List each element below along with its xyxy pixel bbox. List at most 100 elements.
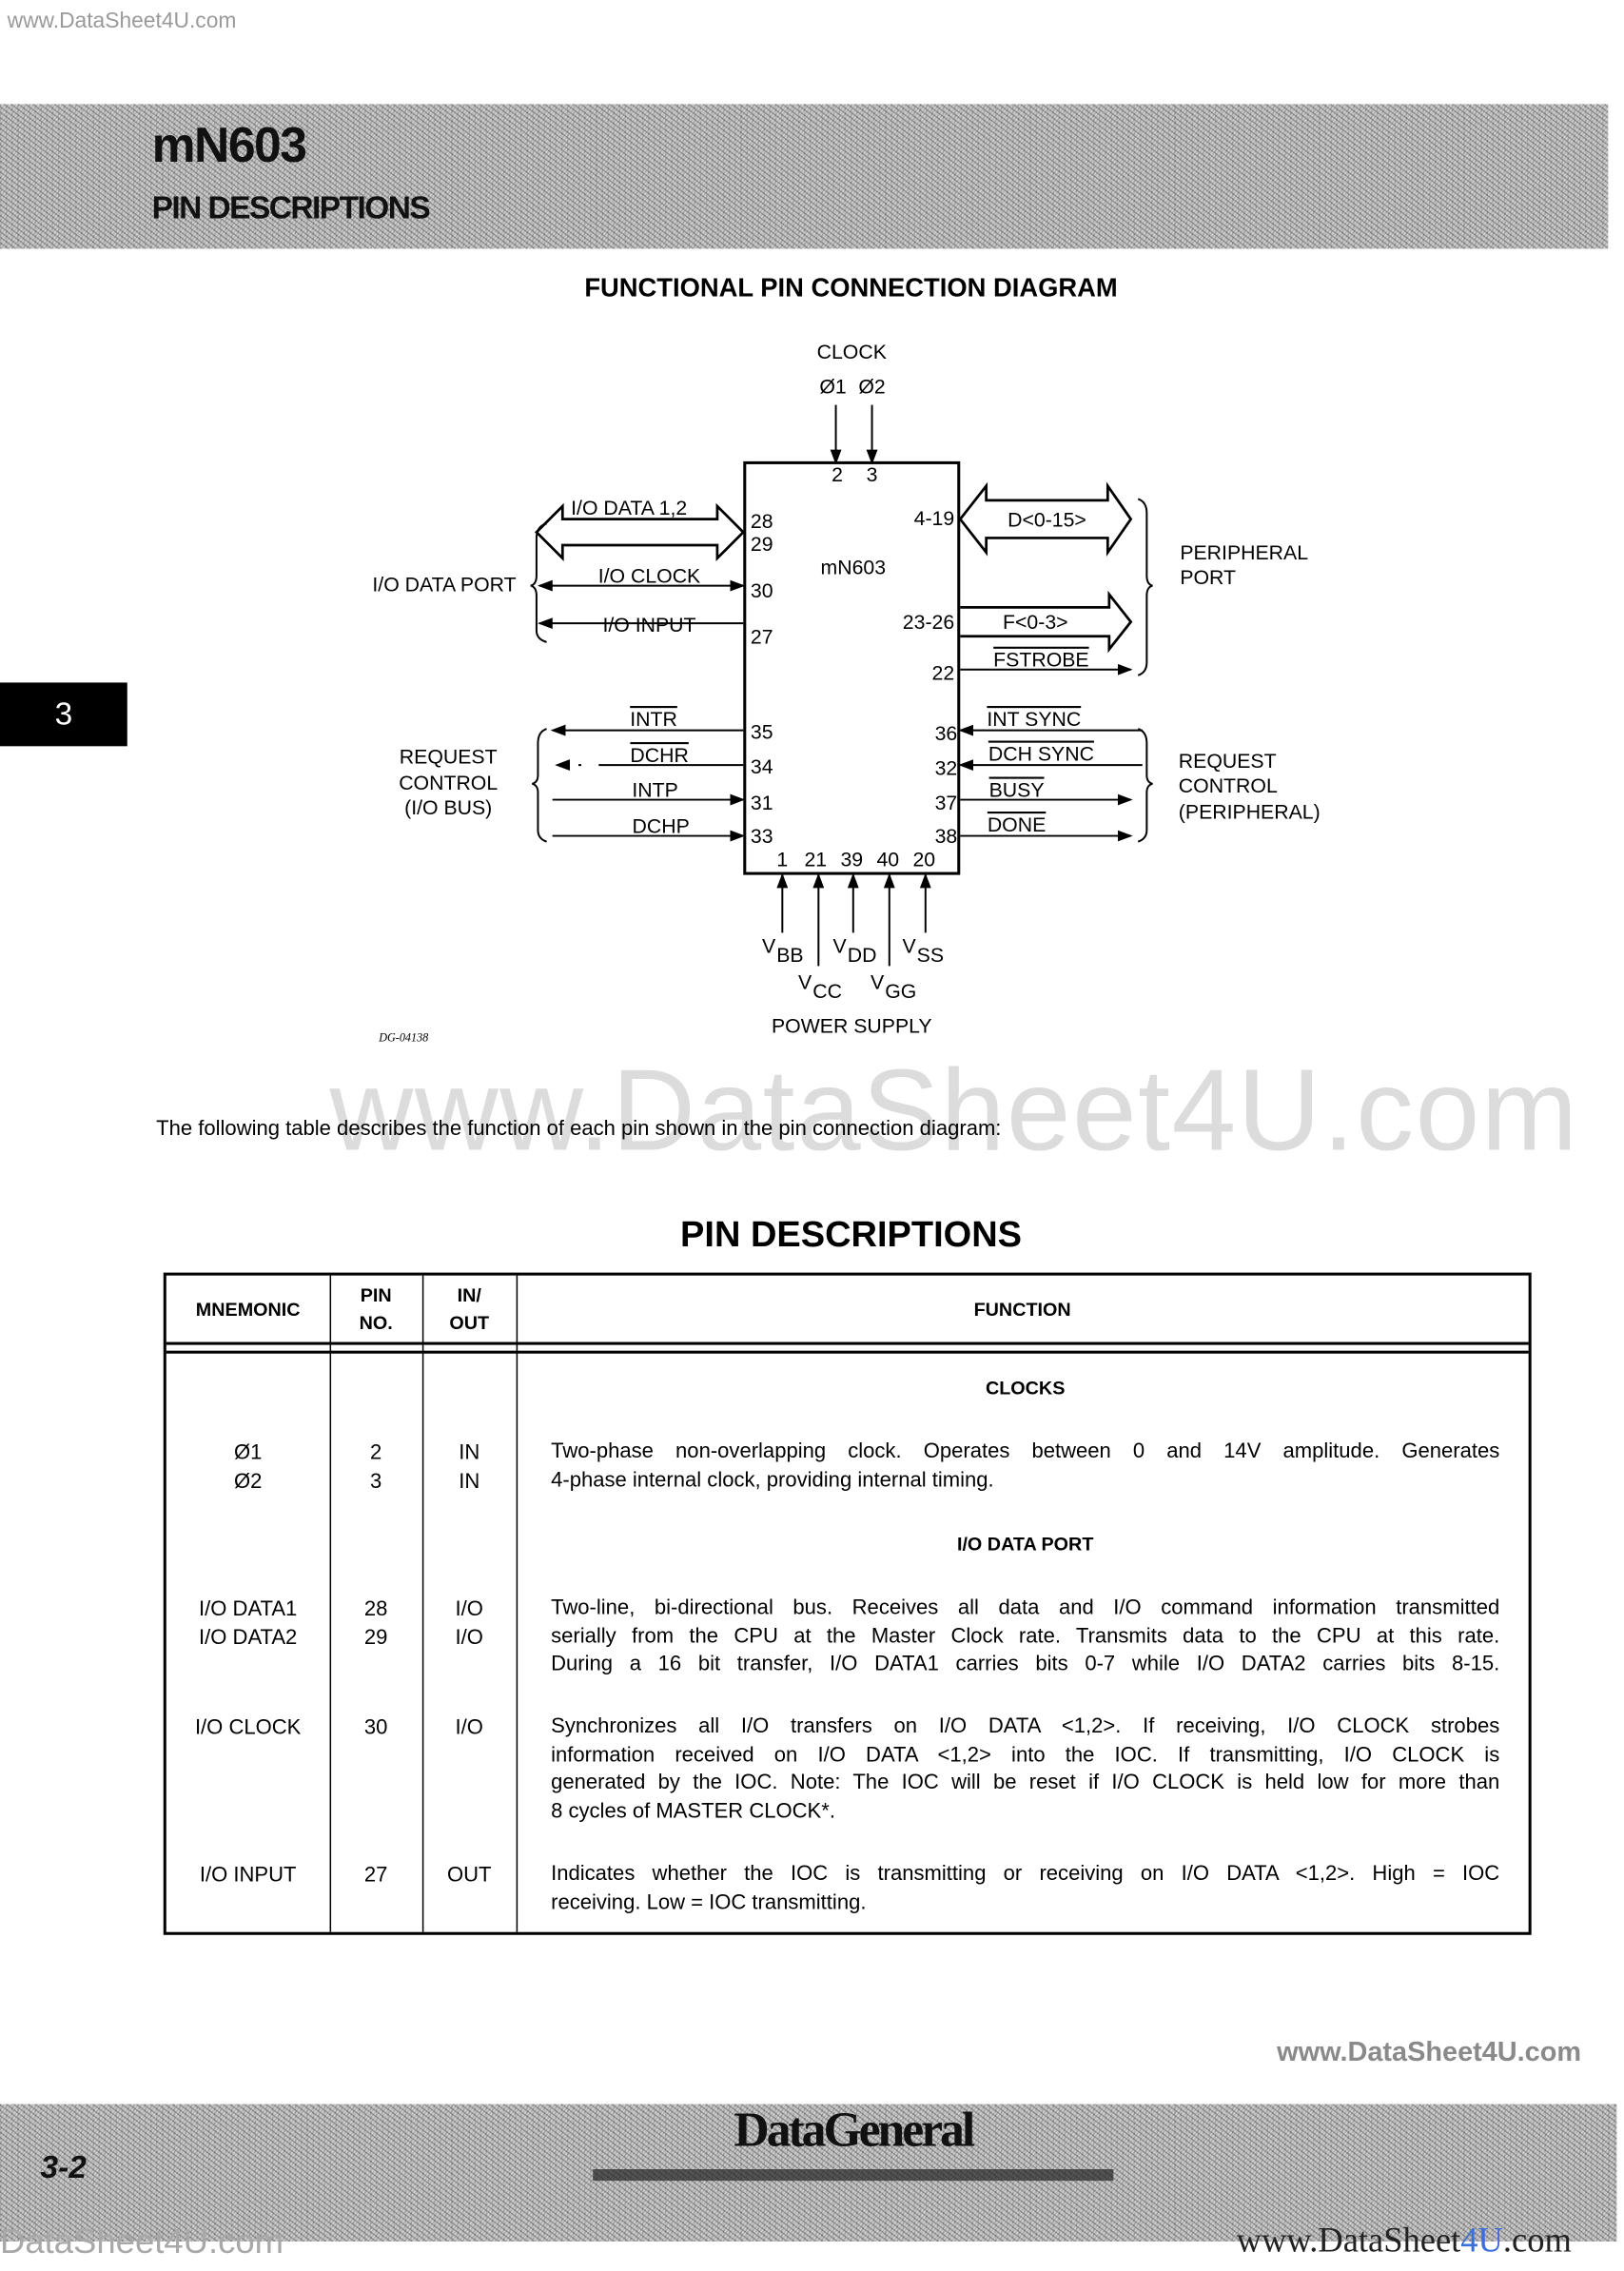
- watermark-mid-right[interactable]: www.DataSheet4U.com: [1277, 2037, 1582, 2068]
- watermark-text: www.DataSheet: [1236, 2222, 1461, 2261]
- int-sync-label: INT SYNC: [987, 708, 1081, 731]
- header-band: [0, 104, 1609, 249]
- watermark-bottom-right[interactable]: www.DataSheet4U.com: [1237, 2222, 1572, 2261]
- table-row-function: Indicates whether the IOC is transmittin…: [551, 1861, 1499, 1917]
- pin-27: 27: [751, 625, 773, 648]
- phi2-label: Ø2: [858, 375, 885, 398]
- section-clocks: CLOCKS: [985, 1377, 1066, 1399]
- vcc-label: CC: [812, 980, 842, 1003]
- function-line: Indicates whether the IOC is transmittin…: [551, 1862, 1500, 1887]
- watermark-text: .com: [1502, 2222, 1572, 2261]
- table-row-function: Two-line, bi-directional bus. Receives a…: [551, 1596, 1499, 1680]
- pin-value: 30: [363, 1716, 388, 1740]
- request-left-brace: [532, 728, 547, 843]
- pin-2: 2: [832, 463, 843, 486]
- table-row-function: Two-phase non-overlapping clock. Operate…: [551, 1439, 1499, 1495]
- function-line: Two-line, bi-directional bus. Receives a…: [551, 1596, 1500, 1620]
- vdd-v: V: [833, 935, 848, 958]
- function-line: receiving. Low = IOC transmitting.: [551, 1890, 867, 1914]
- intro-text: The following table describes the functi…: [156, 1117, 1002, 1142]
- pin-38: 38: [935, 825, 958, 848]
- function-line: Two-phase non-overlapping clock. Operate…: [551, 1439, 1500, 1464]
- footer-band: [0, 2104, 1617, 2242]
- mnemonic-phi1: Ø1: [233, 1441, 263, 1465]
- busy-label: BUSY: [989, 779, 1045, 802]
- header-inout-line2: OUT: [449, 1311, 490, 1334]
- function-line: generated by the IOC. Note: The IOC will…: [551, 1772, 1500, 1795]
- pin-39: 39: [840, 848, 863, 871]
- pin-23-26: 23-26: [903, 611, 954, 634]
- vbb-label: BB: [776, 944, 803, 967]
- intr-label: INTR: [630, 708, 677, 731]
- io-value: IN: [459, 1470, 480, 1495]
- table-row-mnemonic: I/O CLOCK: [166, 1713, 330, 1742]
- pin-value: 2: [370, 1441, 382, 1465]
- watermark-bottom-left[interactable]: DataSheet4U.com: [0, 2222, 284, 2262]
- pin-29: 29: [751, 533, 773, 556]
- peripheral-port-label-2: PORT: [1180, 566, 1236, 589]
- table-row-mnemonic: I/O INPUT: [166, 1861, 330, 1889]
- pin-28: 28: [751, 510, 773, 533]
- pin-36: 36: [935, 722, 958, 745]
- section-io-data-port: I/O DATA PORT: [956, 1533, 1094, 1555]
- vgg-v: V: [871, 971, 885, 994]
- vcc-v: V: [798, 971, 812, 994]
- clock-label: CLOCK: [817, 341, 887, 363]
- function-line: During a 16 bit transfer, I/O DATA1 carr…: [551, 1653, 1500, 1676]
- watermark-center: www.DataSheet4U.com: [329, 1045, 1579, 1175]
- table-row-function: Synchronizes all I/O transfers on I/O DA…: [551, 1713, 1499, 1827]
- function-line: 8 cycles of MASTER CLOCK*.: [551, 1799, 835, 1823]
- power-supply-label: POWER SUPPLY: [772, 1014, 932, 1037]
- pin-31: 31: [751, 792, 773, 814]
- data-general-logo: DataGeneral: [734, 2104, 975, 2158]
- diagram-title: FUNCTIONAL PIN CONNECTION DIAGRAM: [584, 273, 1118, 303]
- pin-connection-diagram: CLOCK Ø1 Ø2 2 3 mN603 I/O DATA 1,2 I/O C…: [372, 341, 1321, 1044]
- intp-label: INTP: [632, 779, 677, 802]
- dchp-label: DCHP: [633, 815, 690, 838]
- pin-value: 29: [363, 1627, 388, 1651]
- pin-32: 32: [935, 757, 958, 780]
- request-right-label-2: CONTROL: [1179, 774, 1278, 797]
- header-pin-line1: PIN: [360, 1283, 392, 1306]
- pin-value: 28: [363, 1597, 388, 1621]
- io-value: IN: [459, 1441, 480, 1465]
- header-pin-line2: NO.: [359, 1311, 393, 1334]
- dchr-label: DCHR: [630, 744, 688, 767]
- mnemonic-io-data2: I/O DATA2: [199, 1627, 298, 1651]
- watermark-accent: 4U: [1460, 2222, 1503, 2261]
- vdd-label: DD: [848, 944, 877, 967]
- chip-name: mN603: [821, 556, 887, 578]
- dch-sync-label: DCH SYNC: [988, 743, 1094, 766]
- d-bus-label: D<0-15>: [1008, 508, 1086, 531]
- vss-v: V: [902, 935, 916, 958]
- mnemonic-phi2: Ø2: [233, 1470, 263, 1495]
- request-left-label-3: (I/O BUS): [404, 796, 492, 819]
- function-line: serially from the CPU at the Master Cloc…: [551, 1624, 1500, 1649]
- pin-35: 35: [751, 721, 773, 744]
- fstrobe-label: FSTROBE: [993, 649, 1088, 672]
- f-bus-arrow: [960, 590, 1133, 654]
- request-left-label-1: REQUEST: [400, 746, 498, 769]
- pin-30: 30: [751, 579, 773, 602]
- header-function: FUNCTION: [973, 1298, 1071, 1321]
- vgg-label: GG: [885, 980, 916, 1003]
- pin-22: 22: [932, 661, 955, 684]
- mnemonic-io-data1: I/O DATA1: [199, 1597, 298, 1621]
- header-pin: PIN NO.: [330, 1282, 422, 1337]
- d-bus-arrow: [958, 481, 1133, 558]
- table-row-io: I/O: [422, 1713, 517, 1742]
- io-clock-label: I/O CLOCK: [598, 565, 701, 588]
- function-line: 4-phase internal clock, providing intern…: [551, 1468, 994, 1492]
- page-number: 3-2: [40, 2148, 87, 2185]
- request-right-label-1: REQUEST: [1179, 750, 1277, 773]
- header-title: mN603: [151, 118, 307, 174]
- pin-value: 3: [370, 1470, 382, 1495]
- watermark-top[interactable]: www.DataSheet4U.com: [7, 9, 237, 33]
- request-right-label-3: (PERIPHERAL): [1179, 800, 1321, 823]
- table-row-io: OUT: [422, 1861, 517, 1889]
